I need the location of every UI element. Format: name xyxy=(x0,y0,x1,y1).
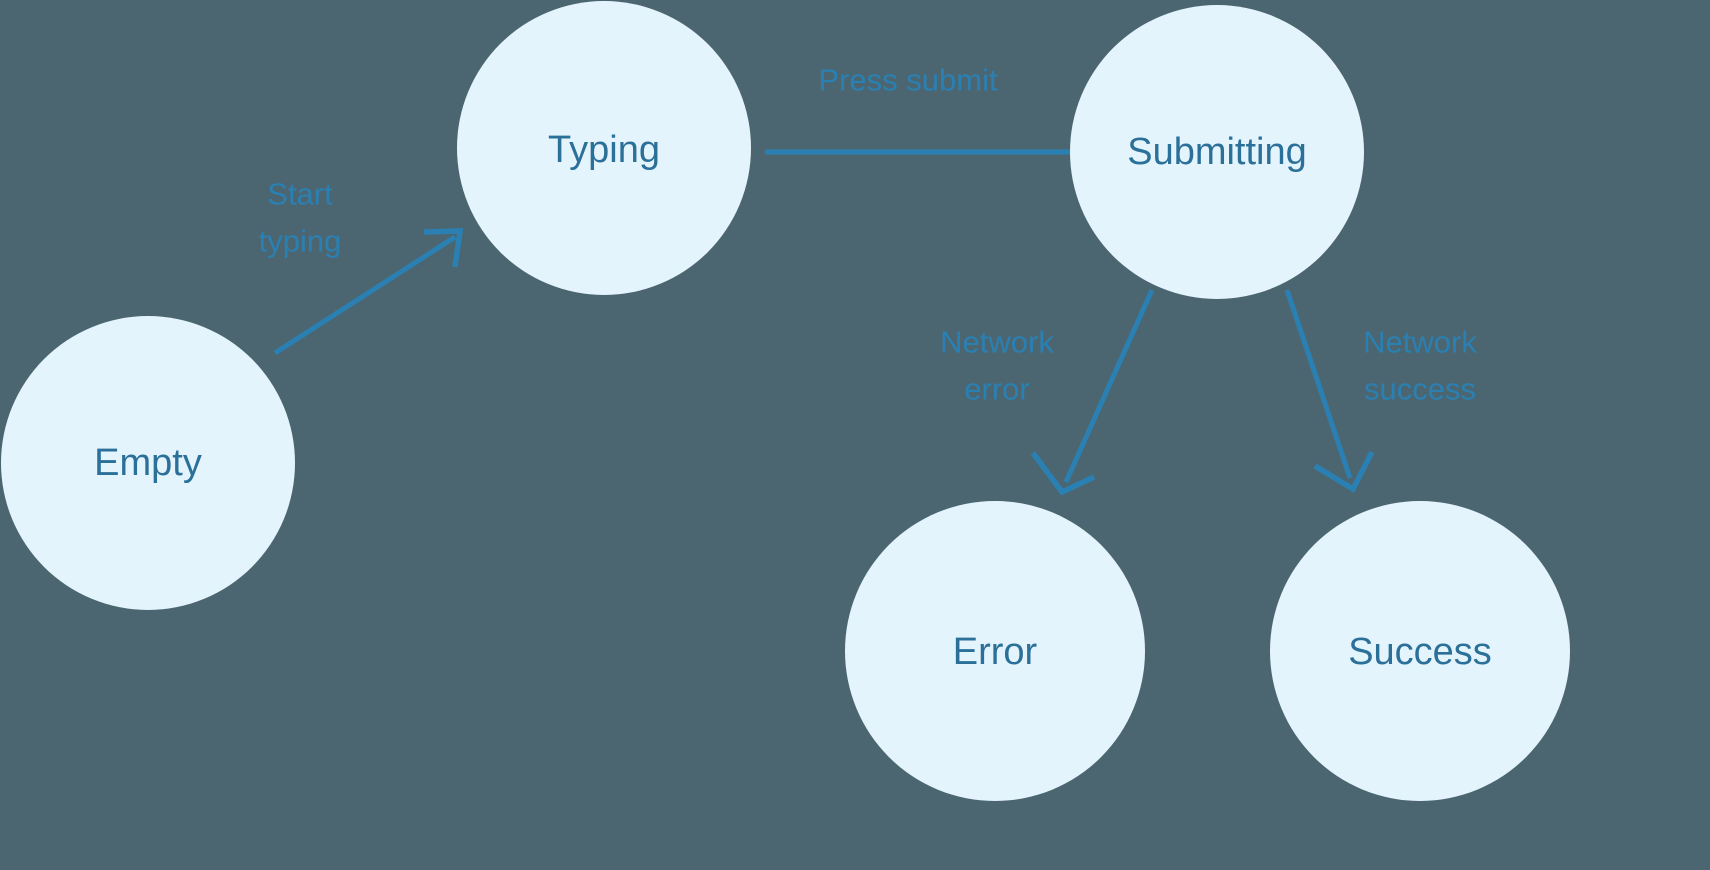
node-submitting-circle xyxy=(1070,5,1364,299)
edge-submitting-to-success-label-line-1: Network xyxy=(1363,325,1477,360)
node-typing-circle xyxy=(457,1,751,295)
node-error-label: Error xyxy=(953,631,1038,673)
node-empty-label: Empty xyxy=(94,442,202,484)
node-submitting[interactable]: Submitting xyxy=(1070,5,1364,299)
edge-submitting-to-success-arrowhead xyxy=(1313,450,1375,493)
edge-empty-to-typing[interactable]: Start typing xyxy=(259,177,464,356)
edge-submitting-to-error-label-line-1: Network xyxy=(940,325,1054,360)
edge-submitting-to-success[interactable]: Network success xyxy=(1284,289,1477,493)
node-empty[interactable]: Empty xyxy=(1,316,295,610)
node-error[interactable]: Error xyxy=(845,501,1145,801)
edge-typing-to-submitting-label-line-1: Press submit xyxy=(818,63,998,98)
edge-submitting-to-error-label-line-2: error xyxy=(964,372,1029,407)
edge-submitting-to-error-line xyxy=(1063,288,1155,484)
node-empty-circle xyxy=(1,316,295,610)
node-success-label: Success xyxy=(1348,631,1492,673)
node-success[interactable]: Success xyxy=(1270,501,1570,801)
edge-typing-to-submitting[interactable]: Press submit xyxy=(765,63,1149,183)
node-success-circle xyxy=(1270,501,1570,801)
node-error-circle xyxy=(845,501,1145,801)
edge-empty-to-typing-line xyxy=(273,234,457,356)
edge-empty-to-typing-label-line-2: typing xyxy=(259,224,342,259)
edge-empty-to-typing-arrowhead xyxy=(423,228,464,268)
edge-submitting-to-error-arrowhead xyxy=(1030,451,1096,496)
edge-submitting-to-success-label-line-2: success xyxy=(1364,372,1476,407)
node-typing-label: Typing xyxy=(548,129,660,171)
node-typing[interactable]: Typing xyxy=(457,1,751,295)
edge-submitting-to-success-line xyxy=(1284,289,1353,479)
edge-submitting-to-error[interactable]: Network error xyxy=(940,288,1155,496)
node-submitting-label: Submitting xyxy=(1127,131,1307,173)
edge-empty-to-typing-label-line-1: Start xyxy=(267,177,333,212)
